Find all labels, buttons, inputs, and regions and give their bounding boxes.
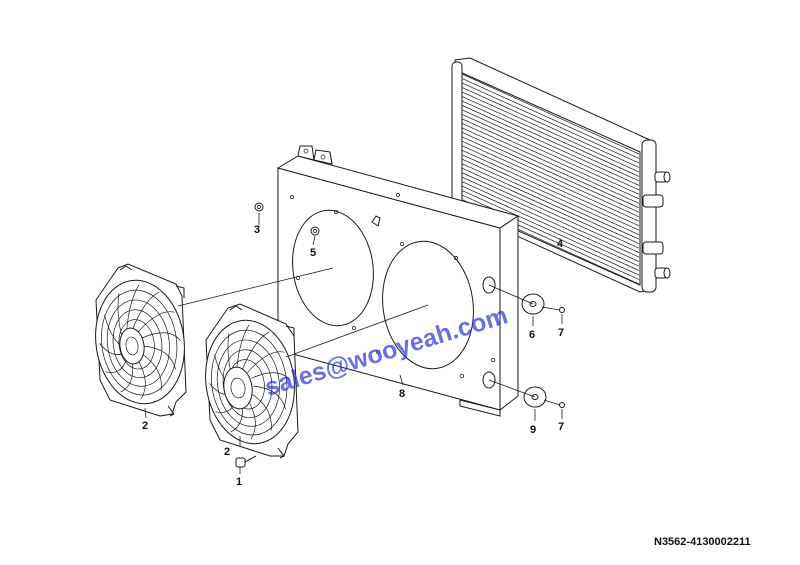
fan-assembly-front	[205, 303, 299, 459]
fan-shroud	[276, 145, 520, 417]
callout-8: 8	[399, 388, 405, 400]
screw-part-7-lower	[559, 402, 565, 408]
callout-5: 5	[310, 247, 316, 259]
condenser-fins	[461, 73, 640, 285]
condenser-core	[451, 57, 671, 293]
assembly-lines	[144, 213, 563, 474]
nut-part-3	[254, 202, 264, 212]
callout-3: 3	[254, 224, 260, 236]
callout-2-front: 2	[224, 446, 230, 458]
callout-1: 1	[236, 476, 242, 488]
callout-7-lower: 7	[558, 421, 564, 433]
callout-4: 4	[557, 238, 564, 250]
callout-9: 9	[530, 424, 536, 436]
screw-part-7-upper	[559, 307, 565, 313]
callout-2-rear: 2	[142, 420, 148, 432]
callout-7-upper: 7	[558, 327, 564, 339]
fan-guard-rear	[99, 284, 181, 400]
fan-assembly-rear	[95, 263, 187, 417]
nut-part-5	[310, 226, 320, 236]
callout-6: 6	[529, 329, 535, 341]
reference-code: N3562-4130002211	[654, 536, 751, 548]
bolt-part-1	[235, 455, 257, 468]
